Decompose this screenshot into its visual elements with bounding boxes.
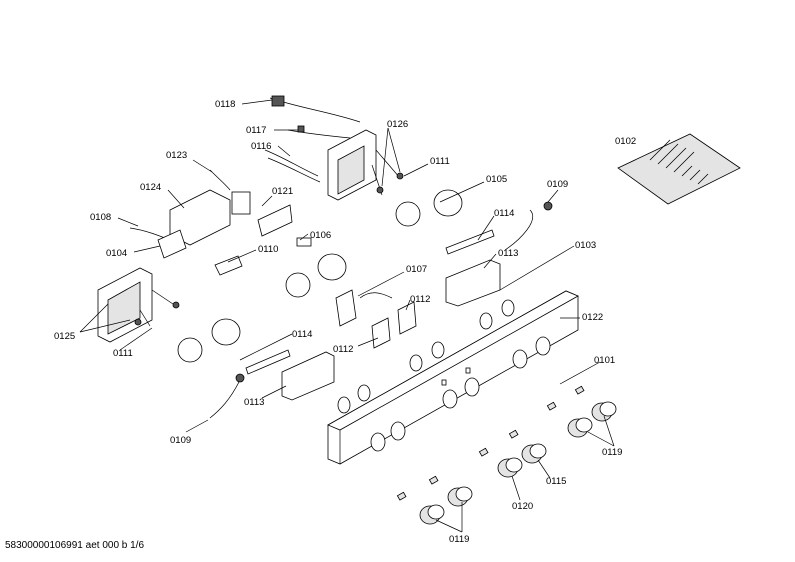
callout-0108: 0108 (90, 212, 111, 223)
callout-0113-lower: 0113 (244, 397, 264, 408)
thermostat-cups-lower (177, 318, 241, 363)
callout-0112-lower: 0112 (333, 344, 353, 355)
callout-0118: 0118 (215, 99, 235, 110)
switch-module-upper-right (445, 201, 553, 307)
screw-kit-bag (617, 133, 741, 205)
document-footer-id: 58300000106991 aet 000 b 1/6 (5, 540, 145, 551)
callout-labels: 0118 0117 0126 0116 0123 0111 0121 0124 … (54, 99, 636, 545)
wire-bracket-left (129, 227, 187, 259)
callout-0102: 0102 (615, 136, 636, 147)
callout-0114-upper: 0114 (494, 208, 514, 219)
callout-0111-upper: 0111 (430, 156, 450, 167)
callout-0103: 0103 (575, 240, 596, 251)
callout-0110: 0110 (258, 244, 278, 255)
wiring-harness-upper (264, 95, 361, 183)
control-panel-fascia (327, 290, 579, 465)
relay-parts-middle (335, 289, 417, 349)
selector-switch-lower (97, 267, 180, 343)
selector-switch-upper (327, 129, 404, 201)
thermostat-cups-upper (285, 189, 463, 298)
callout-0101: 0101 (594, 355, 615, 366)
switch-module-lower (209, 349, 335, 419)
callout-0122: 0122 (582, 312, 603, 323)
callout-0113-upper: 0113 (498, 248, 518, 259)
callout-0104: 0104 (106, 248, 127, 259)
callout-0107: 0107 (406, 264, 427, 275)
callout-0112-upper: 0112 (410, 294, 430, 305)
callout-0124: 0124 (140, 182, 161, 193)
callout-0125: 0125 (54, 331, 75, 342)
callout-0119-bottom: 0119 (449, 534, 469, 545)
knob-rings (337, 299, 515, 414)
callout-0115: 0115 (546, 476, 566, 487)
control-knobs (396, 385, 617, 525)
callout-0123: 0123 (166, 150, 187, 161)
callout-0119-right: 0119 (602, 447, 622, 458)
small-parts-middle (214, 237, 312, 276)
switch-block-left (169, 169, 293, 246)
callout-0126: 0126 (387, 119, 408, 130)
callout-0109-lower: 0109 (170, 435, 191, 446)
callout-0109-upper: 0109 (547, 179, 568, 190)
callout-0114-lower: 0114 (292, 329, 312, 340)
callout-0106: 0106 (310, 230, 331, 241)
callout-0121: 0121 (272, 186, 293, 197)
callout-0120: 0120 (512, 501, 533, 512)
callout-0111-lower: 0111 (113, 348, 133, 359)
callout-0117: 0117 (246, 125, 266, 136)
callout-0116: 0116 (251, 141, 271, 152)
leader-lines (79, 99, 615, 533)
callout-0105: 0105 (486, 174, 507, 185)
